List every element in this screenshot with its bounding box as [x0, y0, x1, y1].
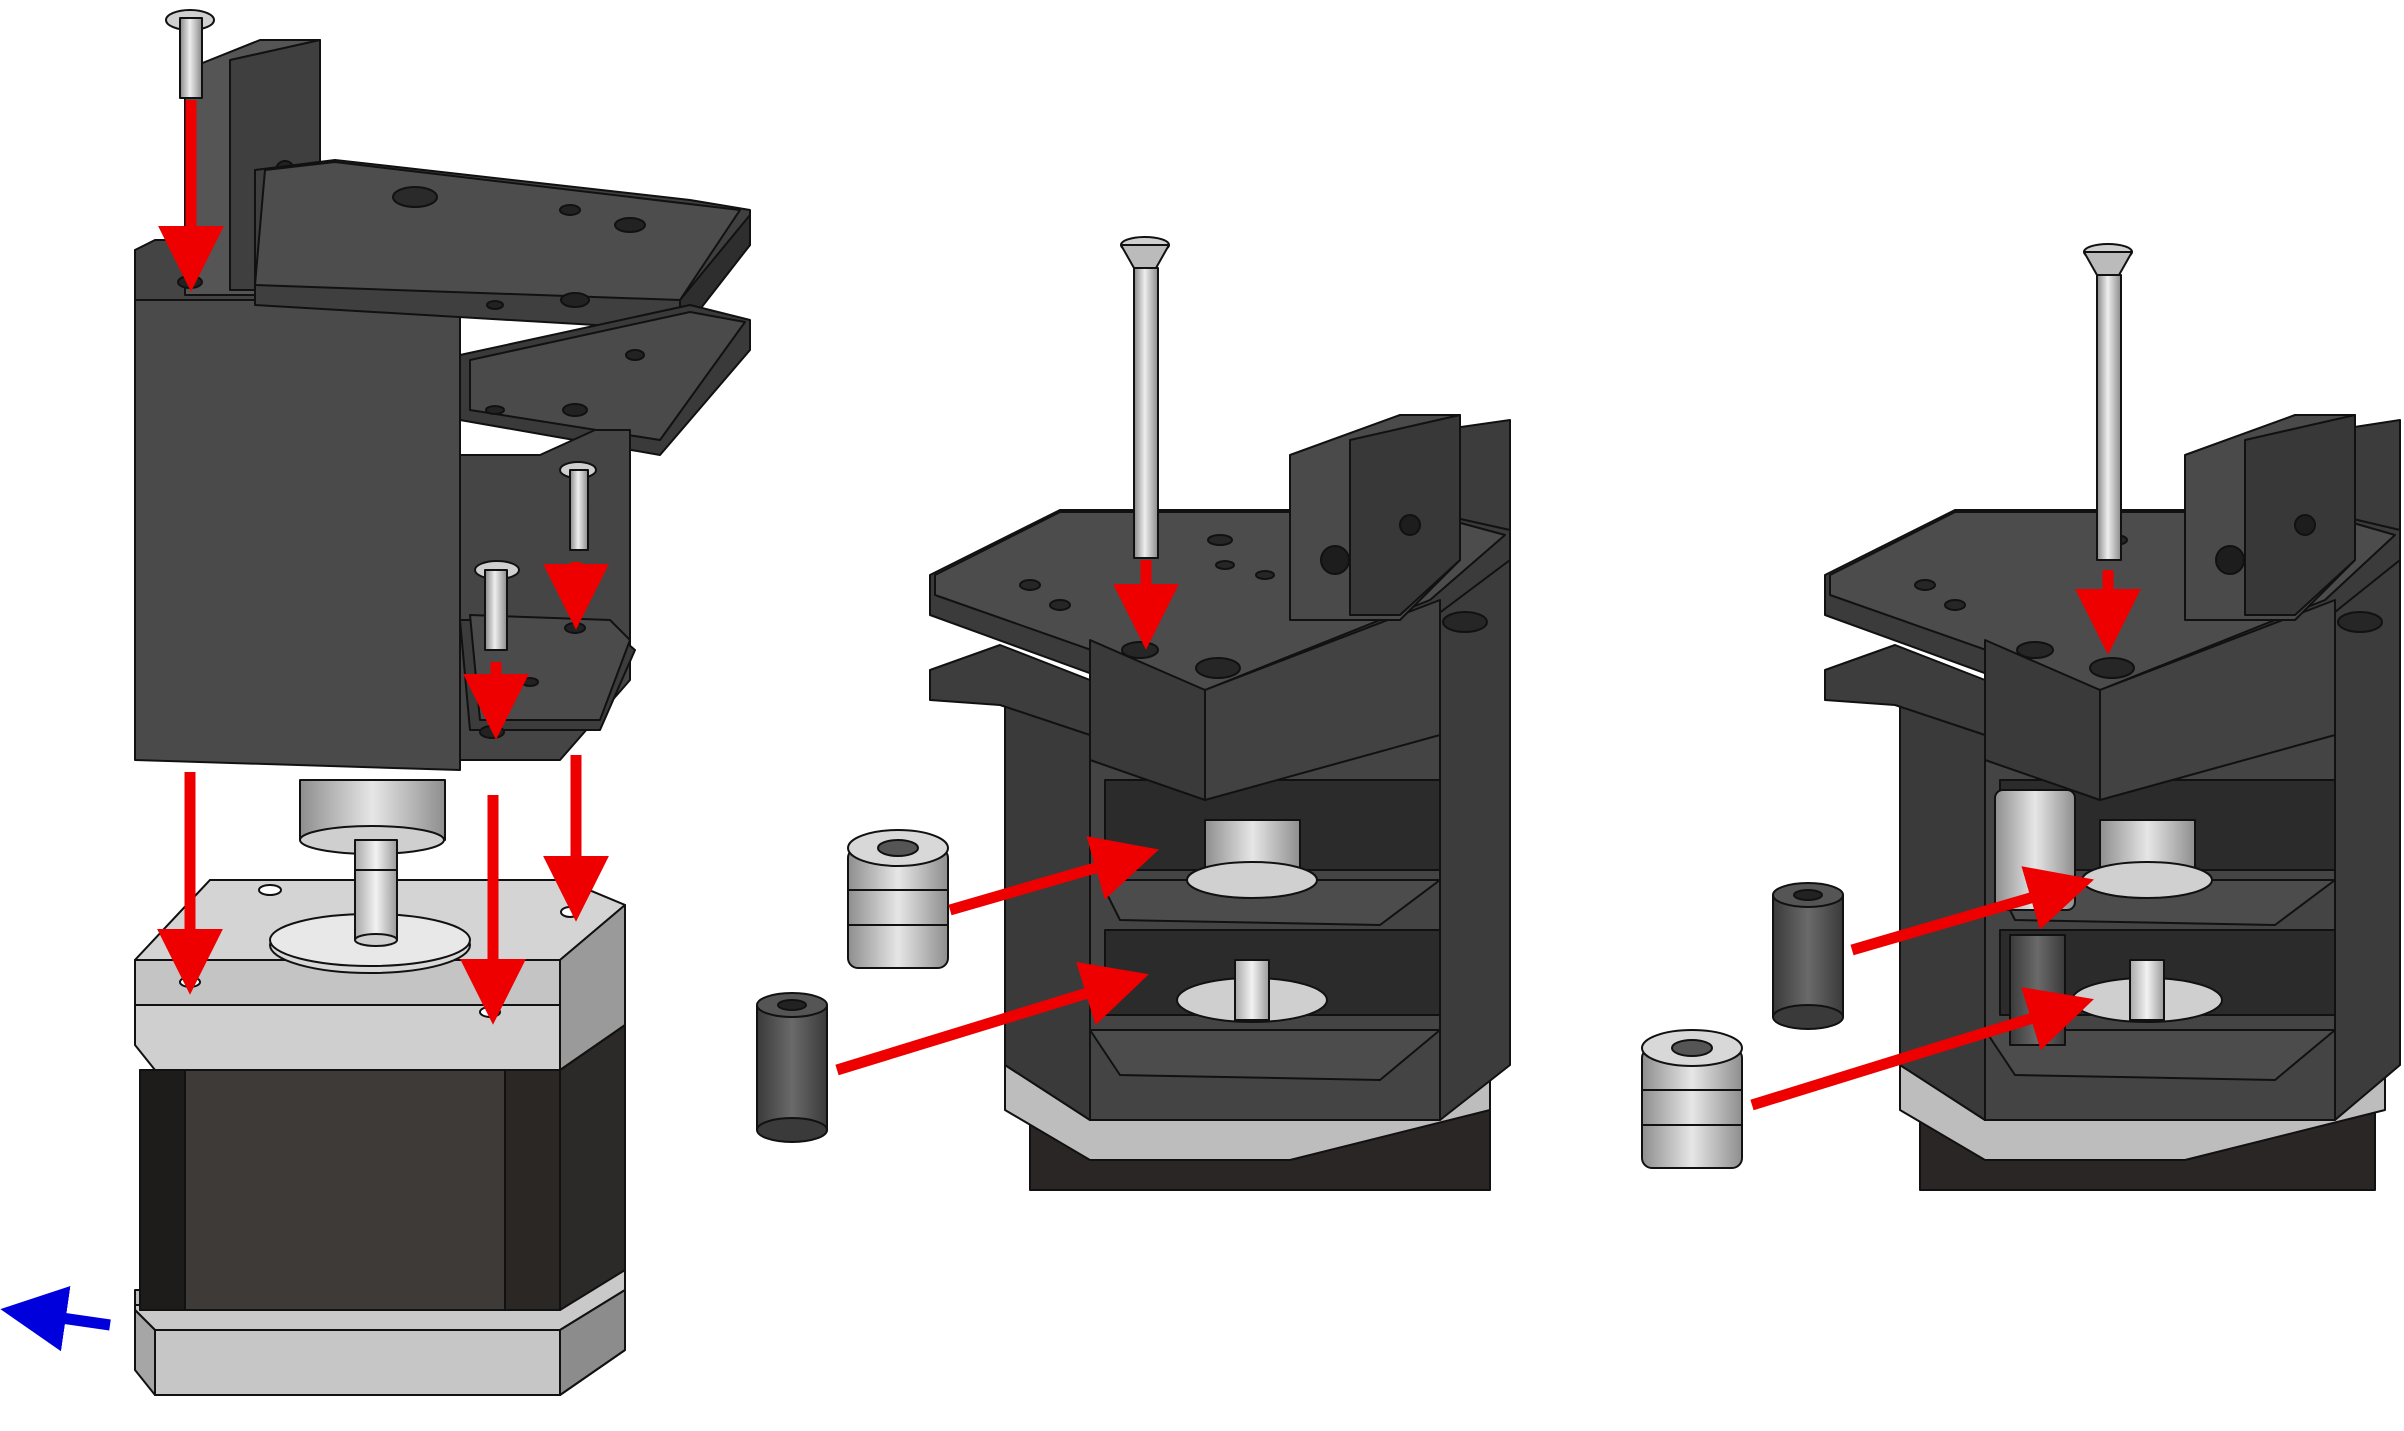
step-2-arrows — [835, 560, 1179, 1076]
countersunk-screw — [1120, 236, 1170, 559]
idler-bearing-pulley — [847, 829, 949, 969]
timing-pulley — [299, 779, 446, 871]
insert-arrow — [948, 836, 1160, 916]
motor-bracket — [134, 39, 751, 771]
button-head-screw — [559, 461, 597, 551]
button-head-screw — [474, 560, 520, 651]
step-3-group — [1641, 243, 2401, 1191]
spacer-tube — [1772, 882, 1844, 1030]
motor-bracket — [929, 414, 1511, 1191]
insert-arrow — [835, 962, 1149, 1076]
spacer-tube — [756, 992, 828, 1143]
stepper-motor — [134, 859, 626, 1396]
insert-arrow — [1850, 866, 2095, 956]
step-2-group — [756, 236, 1511, 1191]
step-1-group — [134, 9, 751, 1396]
idler-bearing-pulley — [1641, 1029, 1743, 1169]
step-1-arrows — [157, 100, 609, 1025]
direction-arrow — [0, 1285, 111, 1352]
insert-arrow — [1750, 987, 2094, 1111]
step-3-arrows — [1750, 570, 2141, 1111]
countersunk-screw — [2083, 243, 2133, 561]
button-head-screw — [165, 9, 215, 99]
